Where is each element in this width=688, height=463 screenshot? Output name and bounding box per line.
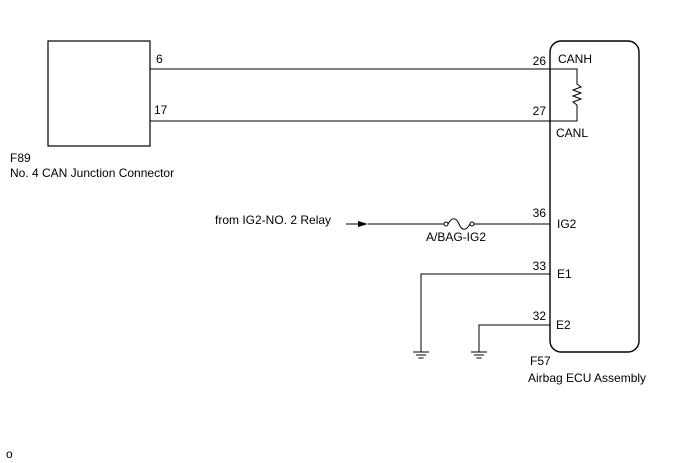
ecu-pin-ig2: 36 [533, 206, 547, 220]
ecu-label-canl: CANL [556, 126, 588, 140]
resistor-symbol [550, 68, 583, 122]
fuse-icon [447, 218, 471, 230]
f89-pin-canh: 6 [156, 52, 163, 66]
ecu-label-ig2: IG2 [557, 217, 577, 231]
arrow-icon [358, 221, 368, 227]
ground-icon-e1 [413, 351, 429, 359]
ecu-pin-canh: 26 [533, 54, 547, 68]
fuse-terminal-left [443, 221, 449, 227]
ecu-label-canh: CANH [558, 52, 592, 66]
ground-icon-e2 [471, 351, 487, 359]
e1-wire [420, 273, 550, 352]
f89-code: F89 [10, 151, 31, 165]
footer-mark: o [6, 447, 13, 461]
f89-pin-canl: 17 [154, 103, 168, 117]
fuse-label: A/BAG-IG2 [426, 230, 486, 244]
f89-connector-box [47, 40, 151, 147]
ecu-pin-canl: 27 [533, 104, 547, 118]
ecu-name: Airbag ECU Assembly [528, 371, 646, 385]
ecu-pin-e2: 32 [533, 309, 547, 323]
fuse-terminal-right [469, 221, 475, 227]
power-source-label: from IG2-NO. 2 Relay [215, 213, 331, 227]
ecu-code: F57 [530, 354, 551, 368]
e2-wire [478, 324, 550, 352]
ecu-pin-e1: 33 [533, 259, 547, 273]
f89-name: No. 4 CAN Junction Connector [10, 166, 174, 180]
ecu-box [549, 40, 640, 353]
ecu-label-e1: E1 [557, 267, 572, 281]
ecu-label-e2: E2 [556, 318, 571, 332]
